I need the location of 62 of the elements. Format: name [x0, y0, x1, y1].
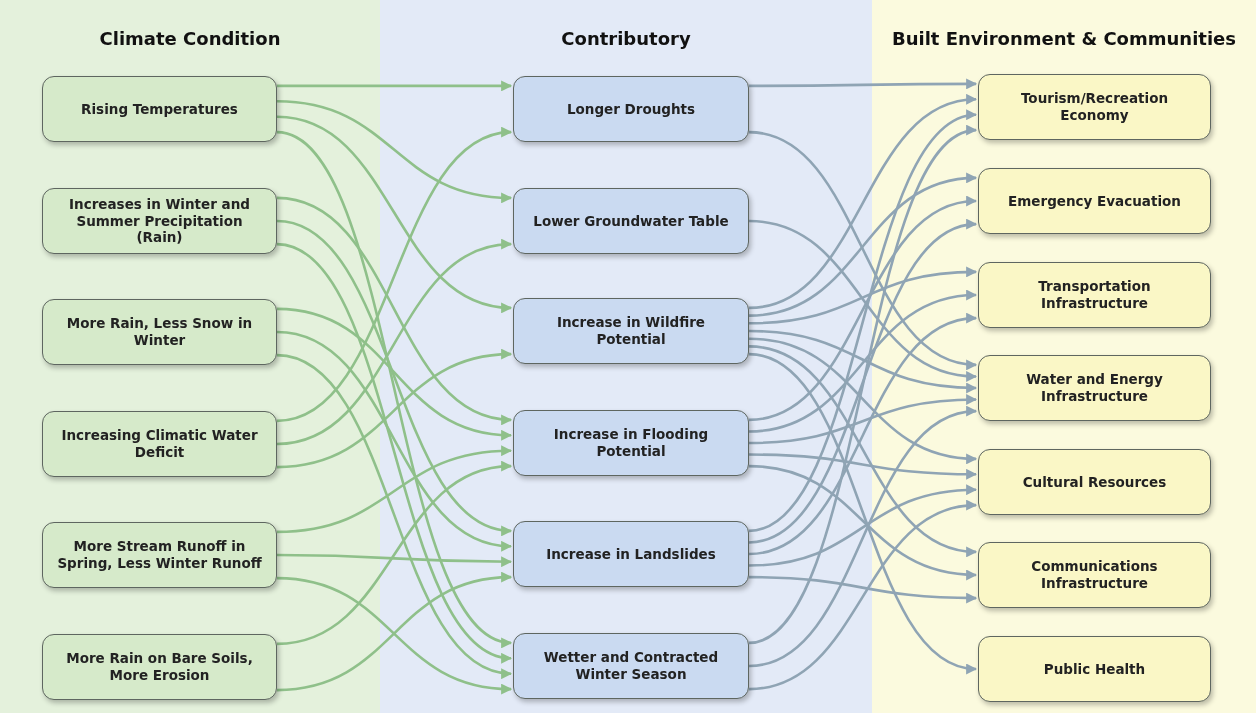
arrow	[276, 349, 513, 469]
arrow	[276, 196, 513, 424]
column-heading: Built Environment & Communities	[891, 28, 1237, 49]
arrow	[276, 130, 513, 645]
arrow	[748, 266, 978, 325]
process-box: Emergency Evacuation	[978, 168, 1211, 234]
arrow	[276, 353, 513, 677]
arrow	[276, 461, 513, 646]
arrow	[748, 112, 978, 533]
arrow	[748, 464, 978, 580]
arrow	[276, 445, 513, 534]
process-box: Public Health	[978, 636, 1211, 702]
process-box: More Rain, Less Snow in Winter	[42, 299, 277, 365]
column-heading: Contributory	[560, 28, 692, 49]
process-box: More Stream Runoff in Spring, Less Winter Runoff	[42, 522, 277, 588]
arrow	[749, 78, 978, 90]
arrow	[748, 501, 978, 691]
arrow	[276, 330, 513, 551]
arrow	[276, 242, 513, 661]
column-panel	[872, 0, 1256, 713]
arrow	[276, 240, 513, 446]
arrow	[748, 290, 978, 433]
arrow	[748, 394, 978, 445]
process-box: Longer Droughts	[513, 76, 749, 142]
arrow	[277, 553, 513, 568]
arrow	[749, 453, 978, 480]
column-heading: Climate Condition	[98, 28, 282, 49]
arrow	[748, 337, 978, 464]
arrow	[748, 575, 978, 604]
process-box: Transportation Infrastructure	[978, 262, 1211, 328]
column-panel	[380, 0, 872, 713]
arrow	[748, 329, 978, 394]
process-box: Increasing Climatic Water Deficit	[42, 411, 277, 477]
process-box: Increase in Wildfire Potential	[513, 298, 749, 364]
process-box: Increase in Flooding Potential	[513, 410, 749, 476]
arrow	[748, 173, 978, 317]
process-box: Rising Temperatures	[42, 76, 277, 142]
arrow	[748, 197, 978, 422]
process-box: Cultural Resources	[978, 449, 1211, 515]
arrow	[748, 128, 978, 645]
process-box: Increase in Landslides	[513, 521, 749, 587]
arrow	[748, 130, 978, 369]
process-box: Lower Groundwater Table	[513, 188, 749, 254]
process-box: Wetter and Contracted Winter Season	[513, 633, 749, 699]
arrow	[276, 128, 513, 423]
process-box: Increases in Winter and Summer Precipitation (Rain)	[42, 188, 277, 254]
process-box: Communications Infrastructure	[978, 542, 1211, 608]
process-box: Tourism/Recreation Economy	[978, 74, 1211, 140]
arrow	[748, 352, 978, 673]
process-box: Water and Energy Infrastructure	[978, 355, 1211, 421]
arrow	[276, 307, 513, 440]
arrow	[748, 219, 978, 381]
arrow	[276, 115, 513, 312]
arrow	[748, 221, 978, 544]
process-box: More Rain on Bare Soils, More Erosion	[42, 634, 277, 700]
arrow	[748, 407, 978, 668]
arrow	[276, 219, 513, 535]
column-panel	[0, 0, 380, 713]
arrow	[277, 80, 513, 92]
arrow	[748, 95, 978, 310]
arrow	[276, 100, 513, 203]
arrow	[748, 484, 978, 567]
